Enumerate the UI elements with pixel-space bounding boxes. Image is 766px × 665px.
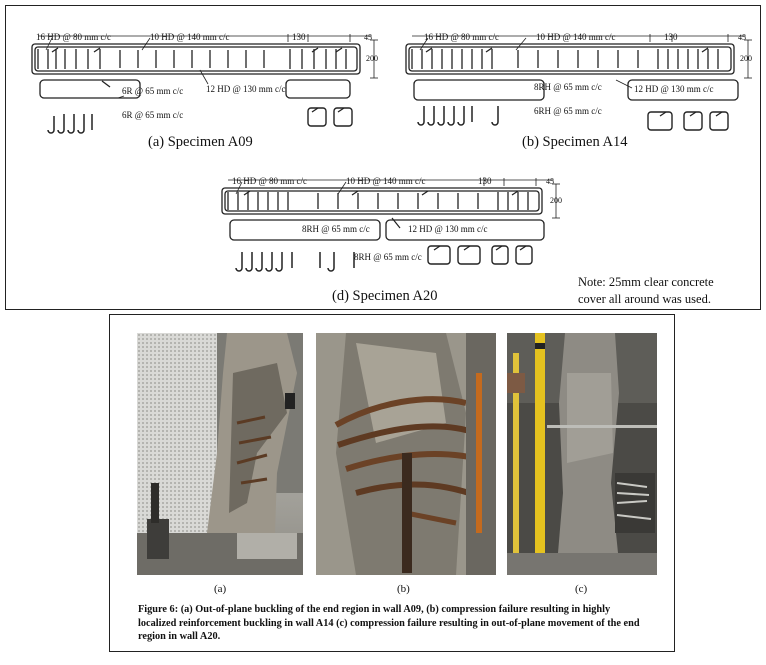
photo-label-c: (c)	[575, 583, 588, 595]
label-hoop1: 6R @ 65 mm c/c	[122, 86, 184, 96]
photo-wall-a20	[507, 333, 657, 575]
bar-ties	[411, 47, 719, 69]
hoop	[709, 111, 729, 131]
label-dim-45: 45	[364, 33, 372, 42]
label-hoop1: 8RH @ 65 mm c/c	[302, 224, 370, 234]
hoop	[333, 107, 353, 127]
drawing-a09	[31, 34, 378, 134]
label-dim-45: 45	[546, 177, 554, 186]
label-dim-130: 130	[292, 32, 306, 42]
label-long-ties: 12 HD @ 130 mm c/c	[634, 84, 714, 94]
note-line-2: cover all around was used.	[578, 292, 711, 306]
label-end-bars: 16 HD @ 80 mm c/c	[232, 176, 308, 186]
label-hoop1: 8RH @ 65 mm c/c	[534, 82, 602, 92]
label-web-bars: 10 HD @ 140 mm c/c	[150, 32, 230, 42]
label-dim-45: 45	[738, 33, 746, 42]
end-tie	[285, 79, 351, 99]
long-tie	[413, 79, 545, 101]
photo-wall-a14	[316, 333, 496, 575]
hoop	[647, 111, 673, 131]
long-tie	[229, 219, 381, 241]
label-hoop2: 6R @ 65 mm c/c	[122, 110, 184, 120]
hoop	[515, 245, 533, 265]
wall-section-outline	[221, 187, 543, 215]
caption-a09: (a) Specimen A09	[148, 134, 253, 150]
photo-label-b: (b)	[397, 583, 410, 595]
hooks	[417, 106, 499, 126]
long-tie	[39, 79, 141, 99]
label-hoop2: 8RH @ 65 mm c/c	[354, 252, 422, 262]
label-height: 200	[366, 54, 378, 63]
photo-wall-a09	[137, 333, 303, 575]
label-web-bars: 10 HD @ 140 mm c/c	[346, 176, 426, 186]
label-height: 200	[740, 54, 752, 63]
drawing-a14	[405, 34, 752, 131]
photo-a14-image	[316, 333, 496, 575]
photo-label-a: (a)	[214, 583, 227, 595]
label-long-ties: 12 HD @ 130 mm c/c	[408, 224, 488, 234]
photo-a09-image	[137, 333, 303, 575]
note-line-1: Note: 25mm clear concrete	[578, 275, 714, 289]
label-web-bars: 10 HD @ 140 mm c/c	[536, 32, 616, 42]
label-end-bars: 16 HD @ 80 mm c/c	[36, 32, 112, 42]
drawing-a20	[221, 178, 560, 272]
wall-section-outline	[405, 43, 735, 75]
reinforcement-details-figure: 16 HD @ 80 mm c/c 10 HD @ 140 mm c/c 130…	[5, 5, 761, 310]
reinforcement-drawings	[31, 34, 752, 272]
photo-a20-image	[507, 333, 657, 575]
caption-a20: (d) Specimen A20	[332, 288, 438, 304]
label-height: 200	[550, 196, 562, 205]
bar-ties	[227, 190, 529, 210]
label-end-bars: 16 HD @ 80 mm c/c	[424, 32, 500, 42]
hooks	[47, 114, 93, 134]
caption-a14: (b) Specimen A14	[522, 134, 628, 150]
hooks	[235, 252, 355, 272]
label-dim-130: 130	[664, 32, 678, 42]
wall-section-outline	[31, 43, 361, 75]
label-dim-130: 130	[478, 176, 492, 186]
hoop	[427, 245, 451, 265]
figure-caption: Figure 6: (a) Out-of-plane buckling of t…	[138, 604, 640, 642]
bar-ties	[37, 47, 347, 69]
hoop	[491, 245, 509, 265]
label-long-ties: 12 HD @ 130 mm c/c	[206, 84, 286, 94]
hoop	[307, 107, 327, 127]
label-hoop2: 6RH @ 65 mm c/c	[534, 106, 602, 116]
failure-photos-figure: (a) (b)	[109, 314, 675, 652]
end-tie	[385, 219, 545, 241]
end-tie	[627, 79, 739, 101]
hoop	[457, 245, 481, 265]
hoop	[683, 111, 703, 131]
